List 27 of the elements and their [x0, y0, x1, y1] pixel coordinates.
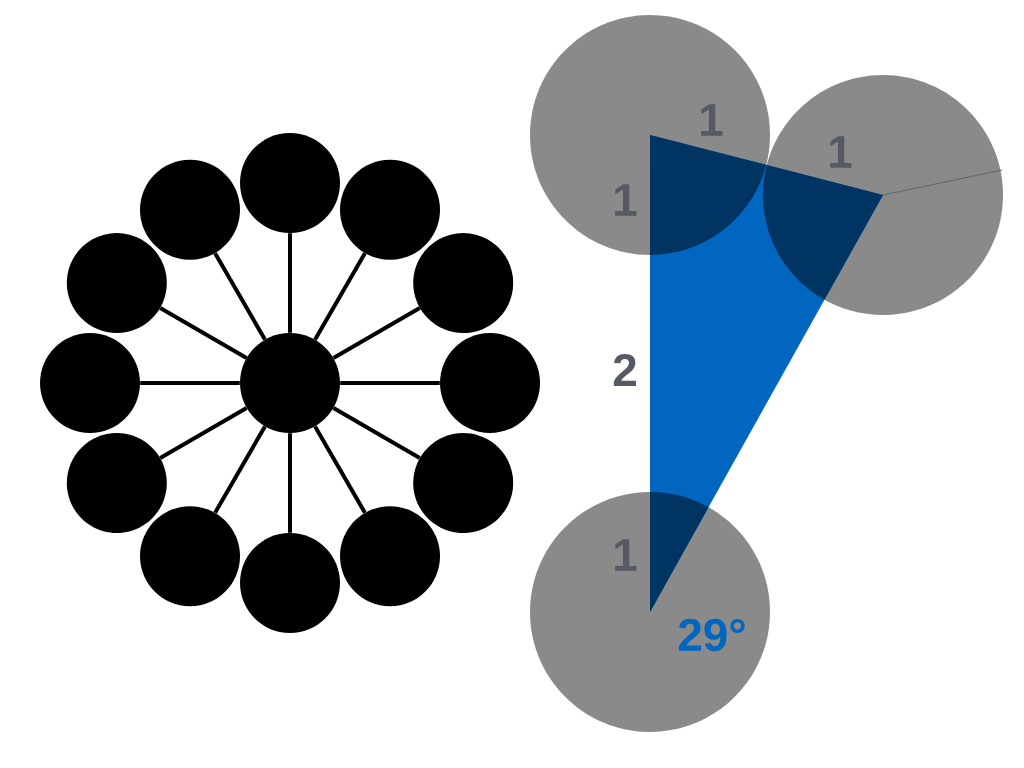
spoke-line	[340, 381, 440, 385]
circle	[240, 333, 340, 433]
spoke-line	[332, 406, 421, 460]
circle	[240, 133, 340, 233]
circle	[240, 533, 340, 633]
angle-label: 29°	[678, 618, 745, 652]
circle	[340, 159, 440, 260]
circle	[340, 506, 440, 607]
spoke-line	[288, 433, 292, 533]
circle	[413, 433, 514, 533]
spoke-line	[313, 252, 367, 341]
circle	[66, 233, 167, 333]
circle	[40, 333, 140, 433]
side-length-label: 2	[613, 354, 636, 386]
spoke-line	[288, 233, 292, 333]
spoke-line	[213, 252, 267, 341]
spoke-line	[313, 425, 367, 514]
circle	[413, 233, 514, 333]
spoke-line	[140, 381, 240, 385]
circle	[140, 159, 240, 260]
spoke-line	[213, 425, 267, 514]
circle	[140, 506, 240, 607]
spoke-line	[159, 406, 248, 460]
spoke-line	[159, 306, 248, 360]
circle	[66, 433, 167, 533]
circle	[440, 333, 540, 433]
spoke-line	[332, 306, 421, 360]
